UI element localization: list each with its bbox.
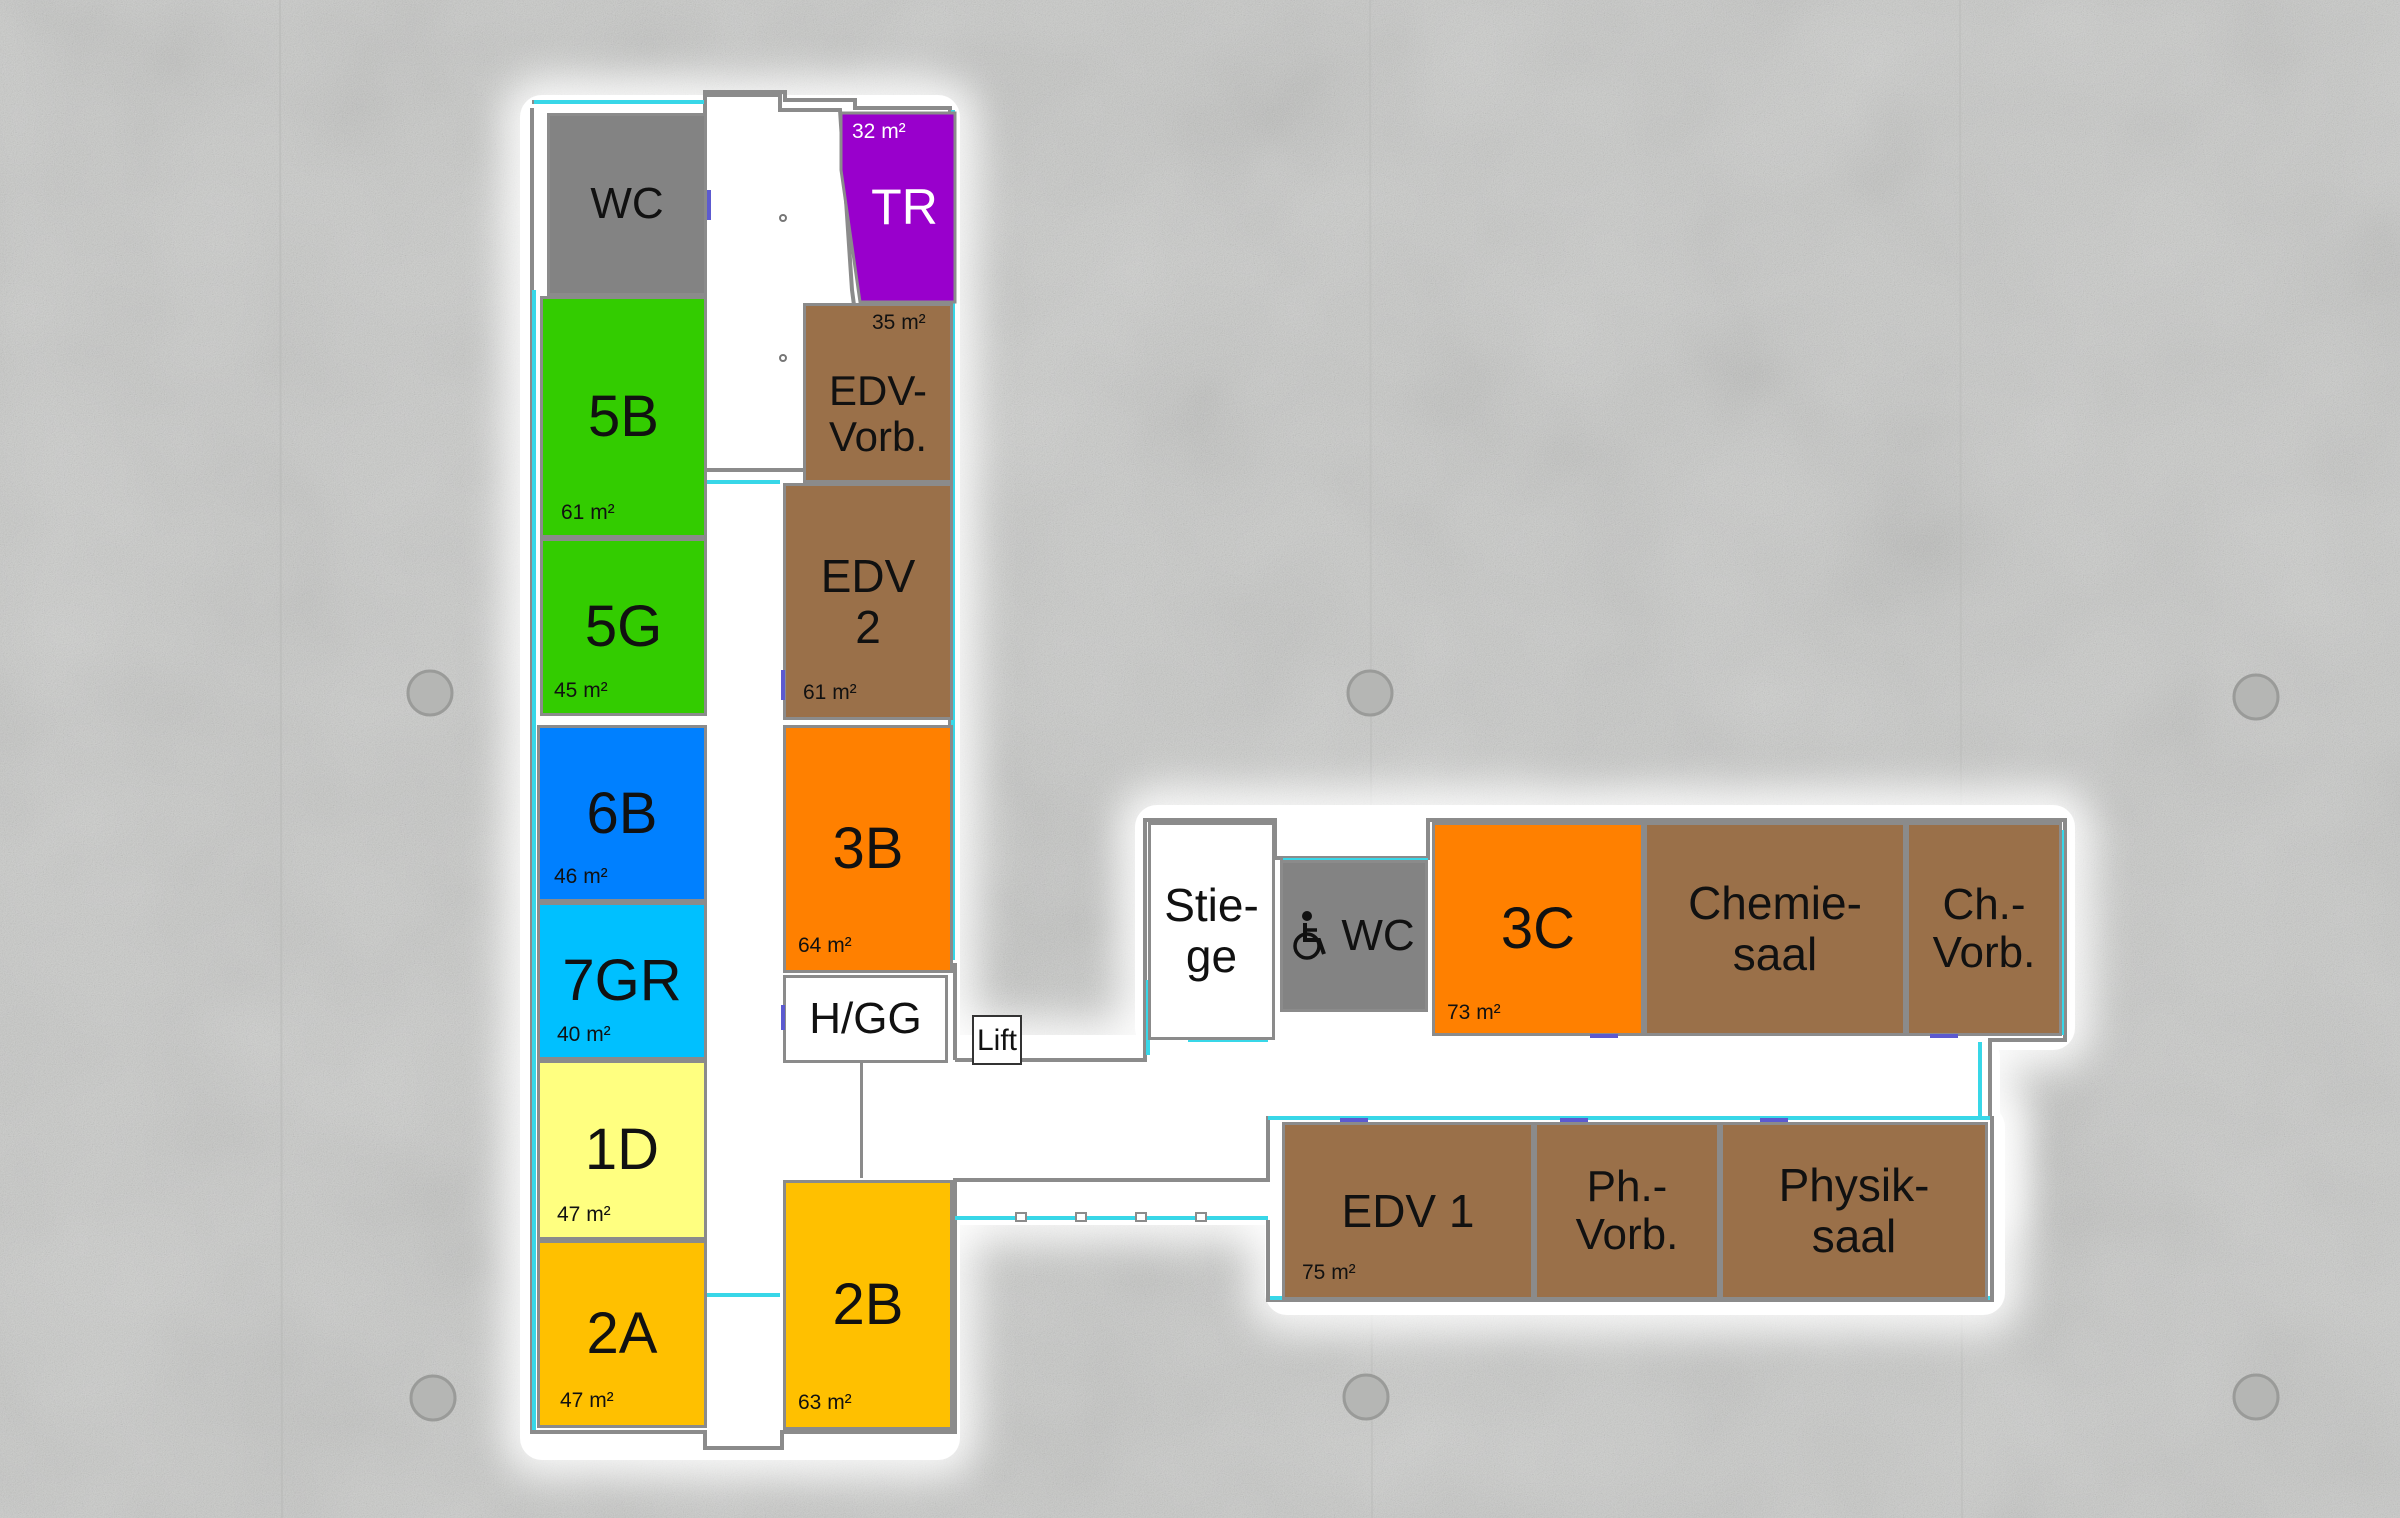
room-label: WC [1341,910,1415,960]
room-area: 75 m² [1302,1261,1356,1284]
glazing-post [1075,1212,1087,1222]
room-5b[interactable]: 5B 61 m² [540,296,707,538]
room-area: 46 m² [554,865,608,888]
room-3b[interactable]: 3B 64 m² [783,725,953,973]
room-area: 47 m² [557,1203,611,1226]
room-label: H/GG [809,993,922,1043]
room-label: Ph.- Vorb. [1575,1161,1679,1259]
room-label: 5G [584,594,663,660]
room-tr-shape [839,111,957,304]
room-area: 73 m² [1447,1001,1501,1024]
room-edv2[interactable]: EDV 2 61 m² [783,483,953,720]
room-wc-accessible[interactable]: WC [1280,860,1428,1012]
room-label: Chemie- saal [1688,877,1862,980]
room-6b[interactable]: 6B 46 m² [537,725,707,902]
room-label: Stie- ge [1164,879,1259,982]
room-label: 3B [832,816,904,882]
door-marker [1930,1034,1958,1038]
column-marker [779,214,787,222]
room-label: EDV 2 [820,549,916,653]
door-marker [1560,1118,1588,1122]
room-label: Ch.- Vorb. [1932,879,2036,977]
room-label: EDV- Vorb. [828,366,928,460]
room-ph-vorb[interactable]: Ph.- Vorb. [1534,1122,1720,1300]
room-hgg[interactable]: H/GG [783,975,948,1063]
room-ch-vorb[interactable]: Ch.- Vorb. [1906,822,2062,1036]
door-marker [781,1005,785,1030]
room-label: Lift [976,1023,1018,1057]
room-label: 6B [586,780,658,846]
room-label: 5B [588,384,659,450]
room-7gr[interactable]: 7GR 40 m² [537,902,707,1060]
room-5g[interactable]: 5G 45 m² [540,538,707,716]
room-label: WC [590,179,664,229]
room-chemiesaal[interactable]: Chemie- saal [1644,822,1906,1036]
glazing-post [1015,1212,1027,1222]
door-marker [707,190,711,220]
room-3c[interactable]: 3C 73 m² [1432,822,1644,1036]
room-area: 32 m² [852,120,906,143]
door-marker [1340,1118,1368,1122]
tie-hole [406,669,2280,1422]
room-label: 7GR [562,948,682,1014]
room-area: 47 m² [560,1389,614,1412]
room-label: 2A [586,1301,658,1367]
room-1d[interactable]: 1D 47 m² [537,1060,707,1240]
door-marker [781,670,785,700]
room-area: 64 m² [798,934,852,957]
room-2b[interactable]: 2B 63 m² [783,1180,953,1430]
room-stiege[interactable]: Stie- ge [1148,822,1275,1040]
room-label: 3C [1500,896,1576,962]
room-label: EDV 1 [1341,1184,1475,1237]
door-marker [1590,1034,1618,1038]
door-marker [1760,1118,1788,1122]
room-edv-vorb[interactable]: EDV- Vorb. 35 m² [803,303,953,483]
column-marker [779,354,787,362]
room-area: 63 m² [798,1391,852,1414]
room-label: 2B [832,1272,904,1338]
room-area: 61 m² [561,501,615,524]
wheelchair-icon [1293,911,1327,960]
room-tr[interactable]: TR 32 m² [852,110,957,305]
room-physiksaal[interactable]: Physik- saal [1720,1122,1988,1300]
room-wc-top[interactable]: WC [547,113,707,296]
room-area: 61 m² [803,681,857,704]
room-area: 45 m² [554,679,608,702]
room-edv1[interactable]: EDV 1 75 m² [1282,1122,1534,1300]
room-label: Physik- saal [1778,1159,1930,1262]
room-2a[interactable]: 2A 47 m² [537,1240,707,1428]
glazing-post [1195,1212,1207,1222]
room-label: 1D [584,1117,660,1183]
room-label: TR [871,179,938,235]
room-lift[interactable]: Lift [972,1015,1022,1065]
room-area: 40 m² [557,1023,611,1046]
room-area: 35 m² [872,311,926,334]
corridor-divider [860,1063,863,1178]
glazing-post [1135,1212,1147,1222]
corridor-glazing [955,1216,1268,1219]
